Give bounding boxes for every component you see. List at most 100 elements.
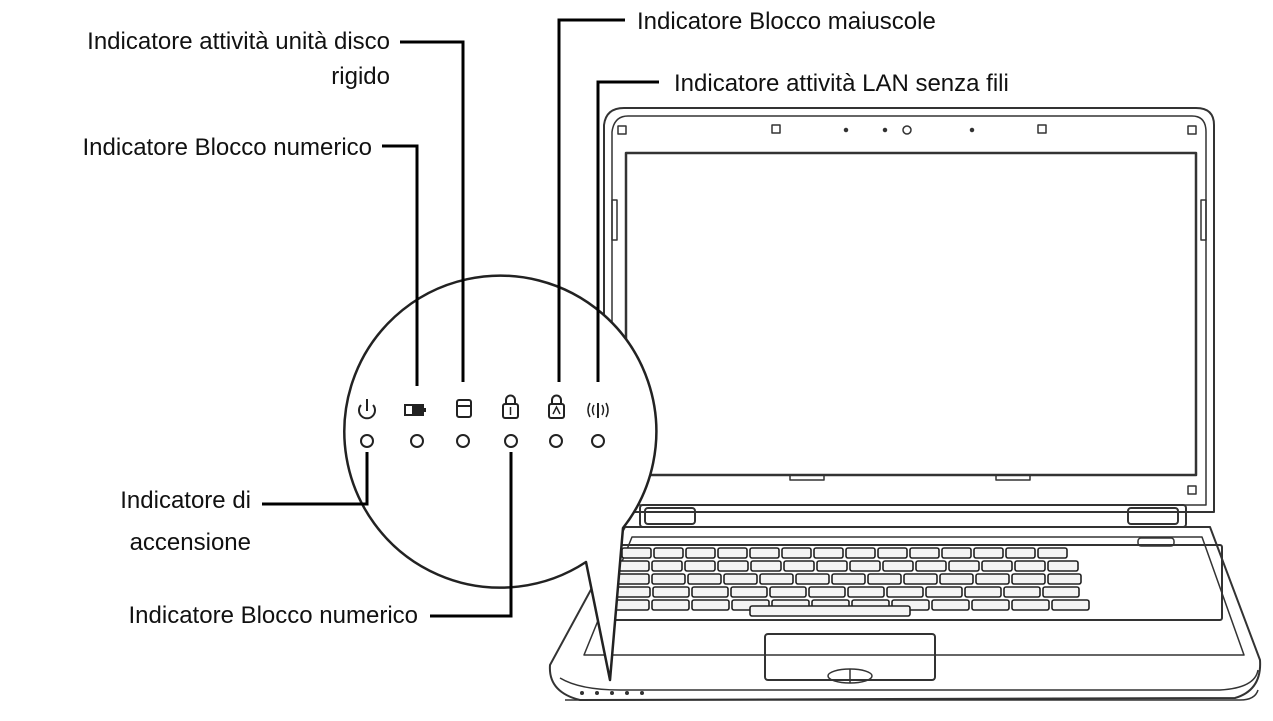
laptop-lid-bezel <box>611 115 1207 506</box>
laptop-hinge <box>639 504 1187 528</box>
keyboard-key <box>931 599 970 611</box>
keyboard-key <box>615 573 650 585</box>
laptop-base-front <box>559 669 1259 691</box>
keyboard-key <box>877 547 908 559</box>
label-power-line1: Indicatore di <box>120 487 251 514</box>
keyboard-key <box>685 547 716 559</box>
keyboard-key <box>808 586 846 598</box>
hard-disk-icon <box>456 399 472 418</box>
keyboard-key <box>651 573 686 585</box>
keyboard-key <box>652 586 690 598</box>
label-power-line2: accensione <box>130 529 251 556</box>
keyboard-key <box>845 547 876 559</box>
keyboard-key <box>939 573 974 585</box>
keyboard-key <box>651 599 690 611</box>
keyboard-key <box>1011 599 1050 611</box>
leader-lines <box>262 18 659 618</box>
indicator-icons <box>358 394 609 420</box>
num-lock-led <box>504 434 518 448</box>
keyboard-key <box>687 573 722 585</box>
keyboard-key <box>941 547 972 559</box>
keyboard-key <box>691 599 730 611</box>
keyboard-key <box>1037 547 1068 559</box>
label-hdd-line2: rigido <box>331 63 390 90</box>
battery-led <box>410 434 424 448</box>
hdd-led <box>456 434 470 448</box>
keyboard-key <box>1047 560 1079 572</box>
callout-labels: Indicatore attività unità disco rigido I… <box>83 8 1009 629</box>
keyboard-key <box>925 586 963 598</box>
keyboard-key <box>964 586 1002 598</box>
label-wlan: Indicatore attività LAN senza fili <box>674 70 1009 97</box>
caps-lock-icon <box>548 394 565 419</box>
space-bar-key <box>749 605 911 617</box>
keyboard-key <box>1005 547 1036 559</box>
laptop-base <box>548 526 1262 701</box>
keyboard-key <box>653 547 684 559</box>
wireless-icon <box>587 402 609 418</box>
keyboard-key <box>651 560 683 572</box>
keyboard-key <box>783 560 815 572</box>
keyboard-key <box>759 573 794 585</box>
keyboard-key <box>981 560 1013 572</box>
keyboard-key <box>903 573 938 585</box>
keyboard-key <box>882 560 914 572</box>
label-hdd-line1: Indicatore attività unità disco <box>87 28 390 55</box>
keyboard-key <box>1011 573 1046 585</box>
power-icon <box>358 399 376 420</box>
power-led <box>360 434 374 448</box>
keyboard-key <box>867 573 902 585</box>
leader-power <box>262 452 369 506</box>
keyboard-key <box>847 586 885 598</box>
indicator-leds <box>360 434 605 448</box>
keyboard-key <box>1003 586 1041 598</box>
laptop-screen <box>624 151 1198 477</box>
label-num-lock-bottom: Indicatore Blocco numerico <box>129 602 418 629</box>
label-caps-lock: Indicatore Blocco maiuscole <box>637 8 936 35</box>
keyboard-key <box>717 560 749 572</box>
leader-hdd <box>400 40 465 382</box>
keyboard-key <box>621 547 652 559</box>
magnifier-callout <box>343 274 658 682</box>
keyboard-key <box>813 547 844 559</box>
keyboard-key <box>1051 599 1090 611</box>
leader-num-lock-top <box>382 144 419 386</box>
keyboard-key <box>831 573 866 585</box>
keyboard-key <box>1042 586 1080 598</box>
keyboard-key <box>769 586 807 598</box>
keyboard-key <box>781 547 812 559</box>
keyboard-key <box>915 560 947 572</box>
keyboard-key <box>749 547 780 559</box>
label-num-lock-top: Indicatore Blocco numerico <box>83 134 372 161</box>
keyboard-key <box>1047 573 1082 585</box>
keyboard-key <box>691 586 729 598</box>
keyboard-keys <box>611 547 1090 617</box>
bezel-details <box>611 124 1207 495</box>
keyboard-key <box>717 547 748 559</box>
battery-icon <box>404 404 426 416</box>
laptop-lid <box>603 107 1215 513</box>
keyboard-key <box>730 586 768 598</box>
keyboard-key <box>975 573 1010 585</box>
keyboard-key <box>684 560 716 572</box>
magnifier-outline <box>343 274 658 682</box>
keyboard-key <box>723 573 758 585</box>
wlan-led <box>591 434 605 448</box>
keyboard-key <box>750 560 782 572</box>
keyboard-key <box>973 547 1004 559</box>
keyboard-key <box>816 560 848 572</box>
caps-lock-led <box>549 434 563 448</box>
num-lock-icon <box>502 394 519 419</box>
leader-num-lock-bottom <box>430 452 513 618</box>
keyboard-key <box>909 547 940 559</box>
keyboard-key <box>1014 560 1046 572</box>
front-led-strip <box>580 691 644 695</box>
keyboard-key <box>886 586 924 598</box>
keyboard-key <box>971 599 1010 611</box>
keyboard-key <box>948 560 980 572</box>
keyboard-key <box>618 560 650 572</box>
keyboard-key <box>849 560 881 572</box>
leader-wlan <box>596 80 659 382</box>
keyboard-key <box>795 573 830 585</box>
